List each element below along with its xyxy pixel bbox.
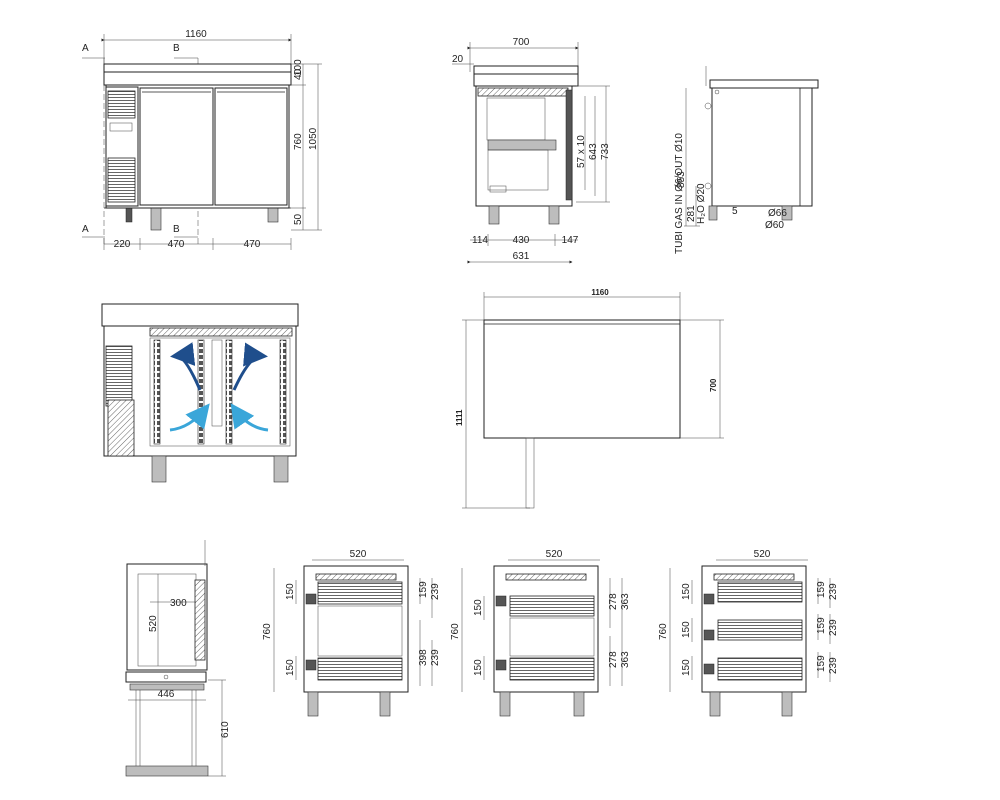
plan-view: 1160 700 1111 <box>455 288 724 509</box>
rear-view: 853 281 TUBI GAS IN Ø6/OUT Ø10 H₂O Ø20 5… <box>674 66 819 254</box>
front-width-door1: 470 <box>168 239 185 250</box>
side-slots: 57 x 10 <box>576 135 587 168</box>
config1-d239: 239 <box>430 583 441 600</box>
config3-d159b: 159 <box>816 617 827 634</box>
front-height-door: 760 <box>293 133 304 150</box>
rear-dia-66: Ø66 <box>768 208 787 219</box>
config2-height: 760 <box>450 623 461 640</box>
front-height-top2: 100 <box>293 59 304 76</box>
config3-d239a: 239 <box>828 583 839 600</box>
front-height-top: 40 <box>293 68 304 80</box>
front-width-compressor: 220 <box>114 239 131 250</box>
config3-d150c: 150 <box>681 659 692 676</box>
rear-height-5: 5 <box>732 206 738 217</box>
config1-d159: 159 <box>418 581 429 598</box>
compartment-height-520: 520 <box>148 615 159 632</box>
side-offset-front: 114 <box>472 235 488 246</box>
side-offset-back: 147 <box>562 235 579 246</box>
side-depth-body: 631 <box>513 251 530 262</box>
config2-d278b: 278 <box>608 651 619 668</box>
config2-d278a: 278 <box>608 593 619 610</box>
front-width-door2: 470 <box>244 239 261 250</box>
plan-depth: 700 <box>709 378 718 392</box>
front-height-feet: 50 <box>293 213 304 225</box>
config3-d239b: 239 <box>828 619 839 636</box>
rear-connections-label: TUBI GAS IN Ø6/OUT Ø10 <box>674 133 685 254</box>
rear-dia-60: Ø60 <box>765 220 784 231</box>
config3-view: 520 760 150 150 150 159 239 159 239 159 … <box>658 549 839 717</box>
compartment-width-446: 446 <box>158 689 175 700</box>
config3-d150b: 150 <box>681 621 692 638</box>
config2-d363b: 363 <box>620 651 631 668</box>
side-depth-total: 700 <box>513 37 530 48</box>
compartment-width-300: 300 <box>170 598 187 609</box>
config1-width: 520 <box>350 549 367 560</box>
plan-open-depth: 1111 <box>455 409 464 426</box>
config2-upper-150: 150 <box>473 599 484 616</box>
section-b-bottom: B <box>173 224 180 235</box>
config2-view: 520 760 150 150 278 363 278 363 <box>450 549 631 717</box>
config1-lower-150: 150 <box>285 659 296 676</box>
config2-lower-150: 150 <box>473 659 484 676</box>
config3-d159c: 159 <box>816 655 827 672</box>
config1-upper-150: 150 <box>285 583 296 600</box>
side-view: 700 20 57 x 10 643 733 114 430 147 631 <box>452 37 611 264</box>
rear-water-label: H₂O Ø20 <box>696 183 707 224</box>
front-view: 1160 A B A B <box>82 29 322 250</box>
compartment-height-610: 610 <box>220 721 231 738</box>
config3-height: 760 <box>658 623 669 640</box>
config1-d239b: 239 <box>430 649 441 666</box>
section-b-top: B <box>173 43 180 54</box>
config3-d150a: 150 <box>681 583 692 600</box>
rear-height-853: 853 <box>676 171 687 188</box>
config3-width: 520 <box>754 549 771 560</box>
front-height-total: 1050 <box>308 127 319 150</box>
front-width-total: 1160 <box>185 29 207 40</box>
side-inner-height: 643 <box>588 143 599 160</box>
side-body-height: 733 <box>600 143 611 160</box>
plan-width: 1160 <box>591 288 609 297</box>
config3-d159a: 159 <box>816 581 827 598</box>
section-a-bottom: A <box>82 224 89 235</box>
rear-height-281: 281 <box>686 205 697 222</box>
config1-d398: 398 <box>418 649 429 666</box>
section-a-top: A <box>82 43 89 54</box>
config1-view: 520 760 150 150 159 239 398 239 <box>262 549 441 717</box>
airflow-view <box>101 303 299 483</box>
config2-d363a: 363 <box>620 593 631 610</box>
side-inner-depth: 430 <box>513 235 530 246</box>
side-overhang: 20 <box>452 54 464 65</box>
compartment-view: 300 520 446 610 <box>125 540 231 777</box>
config2-width: 520 <box>546 549 563 560</box>
config3-d239c: 239 <box>828 657 839 674</box>
config1-height: 760 <box>262 623 273 640</box>
